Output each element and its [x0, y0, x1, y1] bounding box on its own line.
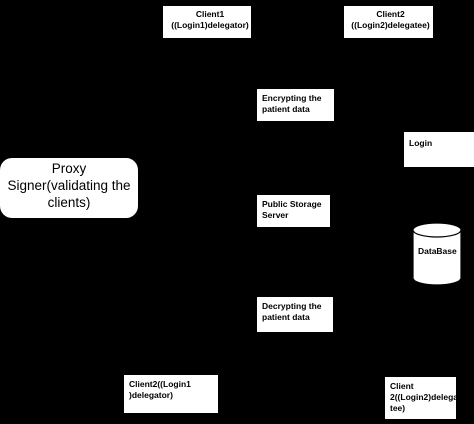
proxy-line2: Signer(validating the	[7, 178, 131, 193]
client2-bl-line2: )delegator)	[129, 390, 173, 400]
client2-top-title: Client2	[376, 9, 405, 19]
encrypting-line1: Encrypting the	[262, 93, 322, 103]
encrypting-line2: patient data	[262, 104, 310, 114]
client2-bottom-left-box: Client2((Login1 )delegator)	[124, 375, 218, 413]
client2-br-line3: tee)	[390, 403, 406, 413]
client2-top-box: Client2 ((Login2)delegatee)	[344, 6, 433, 38]
decrypting-line2: patient data	[262, 312, 310, 322]
client2-bottom-right-box: Client 2((Login2)delega tee)	[385, 377, 456, 419]
proxy-line1: Proxy	[51, 161, 87, 176]
login-box: Login	[404, 132, 474, 167]
database-label: DataBase	[418, 246, 457, 256]
login-label: Login	[409, 138, 433, 148]
client2-bl-line1: Client2((Login1	[129, 379, 191, 389]
client2-top-role: ((Login2)delegatee)	[351, 20, 430, 30]
decrypting-box: Decrypting the patient data	[257, 297, 333, 332]
encrypting-box: Encrypting the patient data	[257, 89, 334, 121]
client1-box: Client1 ((Login1)delegator)	[163, 6, 251, 38]
decrypting-line1: Decrypting the	[262, 301, 322, 311]
client1-title: Client1	[195, 9, 225, 19]
storage-line2: Server	[262, 210, 289, 220]
proxy-signer-box: Proxy Signer(validating the clients)	[0, 158, 138, 218]
client2-br-line1: Client	[390, 381, 414, 391]
public-storage-box: Public Storage Server	[257, 195, 330, 227]
proxy-line3: clients)	[47, 195, 91, 210]
client1-role: ((Login1)delegator)	[171, 20, 249, 30]
client2-br-line2: 2((Login2)delega	[390, 392, 456, 402]
storage-line1: Public Storage	[262, 199, 322, 209]
database-cylinder-icon	[412, 222, 462, 286]
